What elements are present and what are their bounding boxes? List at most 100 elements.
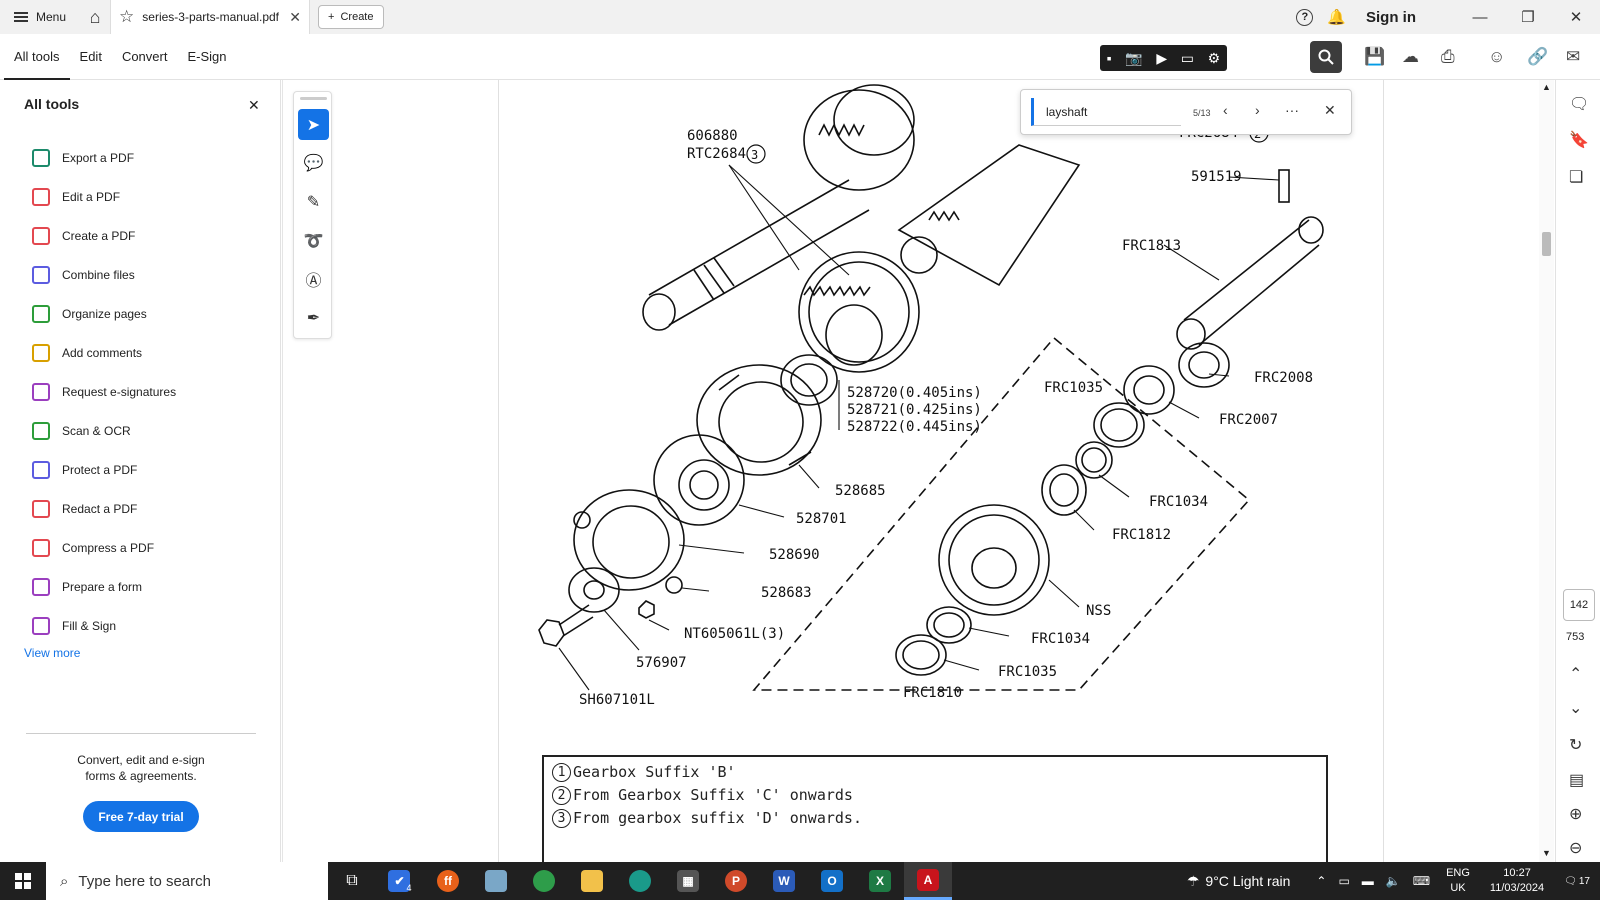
capture-mode-icon[interactable]: ▪ xyxy=(1106,50,1112,66)
tool-item[interactable]: Compress a PDF xyxy=(32,528,176,567)
zoom-in-icon[interactable]: ⊕ xyxy=(1569,806,1583,823)
link-icon[interactable]: 🔗 xyxy=(1527,47,1549,66)
taskbar-search[interactable]: ⌕ Type here to search xyxy=(46,862,328,900)
meeting-icon[interactable]: ▭ xyxy=(1338,874,1350,888)
select-cursor-icon[interactable]: ➤ xyxy=(298,109,329,140)
tool-item[interactable]: Combine files xyxy=(32,255,176,294)
zoom-out-icon[interactable]: ⊖ xyxy=(1569,840,1583,857)
edge-icon[interactable] xyxy=(616,862,664,900)
chrome-icon[interactable] xyxy=(520,862,568,900)
previous-result-icon[interactable]: ‹ xyxy=(1223,102,1228,118)
close-tab-icon[interactable]: ✕ xyxy=(289,8,302,25)
calculator-icon[interactable]: ▦ xyxy=(664,862,712,900)
tool-item[interactable]: Fill & Sign xyxy=(32,606,176,645)
email-icon[interactable]: ✉ xyxy=(1566,47,1581,66)
language-indicator[interactable]: ENG UK xyxy=(1446,866,1470,896)
acrobat-icon[interactable]: A xyxy=(904,862,952,900)
chevron-down-icon[interactable]: ⌄ xyxy=(1569,700,1583,717)
tool-item[interactable]: Protect a PDF xyxy=(32,450,176,489)
document-viewer[interactable]: 606880 RTC2684 3 FRC2684 2 591519 FRC181… xyxy=(282,80,1554,875)
comments-panel-icon[interactable]: 🗨 xyxy=(1569,96,1590,113)
add-comment-icon[interactable]: 💬 xyxy=(303,154,324,172)
tab-all-tools[interactable]: All tools xyxy=(4,34,70,80)
restore-icon[interactable]: ❐ xyxy=(1521,9,1535,26)
share-user-icon[interactable]: ☺ xyxy=(1488,47,1506,66)
upload-cloud-icon[interactable]: ☁ xyxy=(1402,47,1419,66)
tool-item[interactable]: Create a PDF xyxy=(32,216,176,255)
tool-item[interactable]: Add comments xyxy=(32,333,176,372)
settings-icon[interactable]: ⚙ xyxy=(1207,49,1221,66)
todo-app-icon[interactable]: ✔4 xyxy=(376,862,424,900)
camera-icon[interactable]: 📷 xyxy=(1125,49,1143,66)
scroll-down-icon[interactable]: ▼ xyxy=(1542,848,1551,858)
keyboard-icon[interactable]: ⌨ xyxy=(1412,874,1431,888)
star-icon[interactable]: ☆ xyxy=(119,7,135,26)
notifications-icon[interactable]: 🗨 17 xyxy=(1564,876,1590,887)
bookmarks-icon[interactable]: 🔖 xyxy=(1569,132,1589,149)
close-panel-icon[interactable]: ✕ xyxy=(248,97,260,113)
battery-icon[interactable]: ▬ xyxy=(1361,874,1374,888)
minimize-icon[interactable]: — xyxy=(1472,8,1488,26)
windows-taskbar: ⌕ Type here to search ⧉ ✔4 ff ▦ P W O X … xyxy=(0,862,1600,900)
tab-convert[interactable]: Convert xyxy=(121,49,168,64)
vertical-scrollbar[interactable]: ▲ ▼ xyxy=(1539,80,1554,862)
sign-pen-icon[interactable]: ✒ xyxy=(306,309,321,327)
ref-circle-3 xyxy=(746,144,766,164)
search-tool-button[interactable] xyxy=(1310,41,1342,73)
tool-item[interactable]: Edit a PDF xyxy=(32,177,176,216)
current-page-input[interactable]: 142 xyxy=(1563,589,1595,621)
tool-item[interactable]: Request e-signatures xyxy=(32,372,176,411)
label-frc1810: FRC1810 xyxy=(903,685,962,701)
draw-freehand-icon[interactable]: ➰ xyxy=(303,232,324,250)
page-thumbnail-icon[interactable]: ▤ xyxy=(1569,772,1585,789)
excel-icon[interactable]: X xyxy=(856,862,904,900)
start-button[interactable] xyxy=(0,862,46,900)
more-options-icon[interactable]: ··· xyxy=(1285,102,1299,118)
scroll-thumb[interactable] xyxy=(1542,232,1551,256)
refresh-icon[interactable]: ↻ xyxy=(1569,737,1583,754)
document-tab[interactable]: ☆ series-3-parts-manual.pdf ✕ xyxy=(110,0,311,34)
tab-e-sign[interactable]: E-Sign xyxy=(187,49,227,64)
drag-handle[interactable] xyxy=(300,97,327,100)
powerpoint-icon[interactable]: P xyxy=(712,862,760,900)
tab-title: series-3-parts-manual.pdf xyxy=(142,10,280,24)
close-window-icon[interactable]: ✕ xyxy=(1569,9,1583,26)
pages-icon[interactable]: ❏ xyxy=(1569,169,1584,186)
word-icon[interactable]: W xyxy=(760,862,808,900)
scroll-up-icon[interactable]: ▲ xyxy=(1542,82,1551,92)
tool-item[interactable]: Organize pages xyxy=(32,294,176,333)
firefox-icon[interactable]: ff xyxy=(424,862,472,900)
label-frc2008: FRC2008 xyxy=(1254,370,1313,386)
tool-item[interactable]: Prepare a form xyxy=(32,567,176,606)
highlight-pen-icon[interactable]: ✎ xyxy=(306,193,321,211)
tab-edit[interactable]: Edit xyxy=(79,49,102,64)
next-result-icon[interactable]: › xyxy=(1255,102,1260,118)
window-icon[interactable]: ▭ xyxy=(1180,49,1194,66)
bell-icon[interactable]: 🔔 xyxy=(1327,9,1346,26)
weather-widget[interactable]: ☂ 9°C Light rain xyxy=(1187,873,1291,890)
clock[interactable]: 10:27 11/03/2024 xyxy=(1490,866,1544,896)
menu-button[interactable]: Menu xyxy=(0,0,80,34)
file-explorer-icon[interactable] xyxy=(568,862,616,900)
view-more-link[interactable]: View more xyxy=(24,646,81,660)
video-icon[interactable]: ▶ xyxy=(1156,49,1168,66)
text-box-icon[interactable]: Ⓐ xyxy=(305,272,322,290)
print-icon[interactable]: ⎙ xyxy=(1441,47,1455,66)
outlook-icon[interactable]: O xyxy=(808,862,856,900)
free-trial-button[interactable]: Free 7-day trial xyxy=(83,801,199,832)
help-icon[interactable]: ? xyxy=(1296,8,1314,26)
home-icon[interactable]: ⌂ xyxy=(89,6,101,27)
find-input[interactable]: layshaft xyxy=(1031,98,1181,126)
save-icon[interactable]: 💾 xyxy=(1364,47,1386,66)
volume-icon[interactable]: 🔈 xyxy=(1385,874,1401,888)
chevron-up-icon[interactable]: ⌃ xyxy=(1569,666,1583,683)
close-find-icon[interactable]: ✕ xyxy=(1324,102,1336,118)
sign-in-button[interactable]: Sign in xyxy=(1366,8,1416,26)
tool-item[interactable]: Scan & OCR xyxy=(32,411,176,450)
notes-app-icon[interactable] xyxy=(472,862,520,900)
tool-item[interactable]: Redact a PDF xyxy=(32,489,176,528)
task-view-icon[interactable]: ⧉ xyxy=(346,872,358,889)
show-hidden-icons-icon[interactable]: ⌃ xyxy=(1316,874,1327,888)
create-button[interactable]: + Create xyxy=(318,5,384,29)
tool-item[interactable]: Export a PDF xyxy=(32,138,176,177)
